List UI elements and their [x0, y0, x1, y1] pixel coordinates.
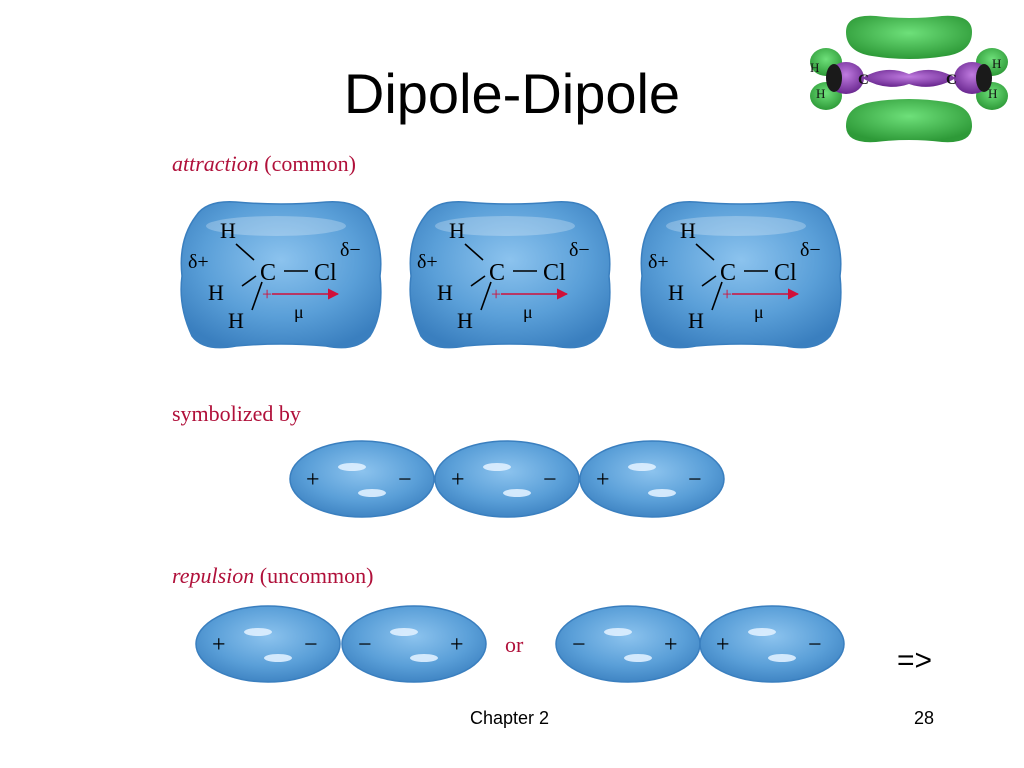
atom-h-label: H: [437, 280, 453, 305]
attraction-label-italic: attraction: [172, 151, 259, 176]
delta-minus-label: δ−: [800, 239, 821, 261]
atom-h-label: H: [816, 86, 825, 101]
delta-minus-label: δ−: [569, 239, 590, 261]
dipole-ellipse-2: +−: [434, 440, 580, 518]
dipole-right-sign: +: [664, 632, 678, 658]
molecule-blob-shape: [640, 201, 842, 349]
dipole-ellipse-1: −+: [555, 605, 701, 683]
dipole-cross-label: +: [491, 284, 501, 304]
atom-h-label: H: [680, 218, 696, 243]
atom-h-label: H: [992, 56, 1001, 71]
page-number: 28: [914, 708, 935, 728]
atom-cl-label: Cl: [774, 260, 797, 286]
atom-c-label: C: [720, 260, 736, 286]
dipole-left-sign: −: [358, 632, 372, 658]
dipole-ellipse-1: +−: [195, 605, 341, 683]
delta-plus-label: δ+: [188, 251, 209, 273]
dipole-left-sign: +: [716, 632, 730, 658]
dipole-right-sign: −: [543, 467, 557, 493]
atom-h-label: H: [688, 308, 704, 333]
dipole-ellipse-3: +−: [579, 440, 725, 518]
atom-cl-label: Cl: [314, 260, 337, 286]
atom-h-label: H: [988, 86, 997, 101]
dipole-right-sign: −: [808, 632, 822, 658]
next-slide-arrow[interactable]: =>: [897, 644, 933, 677]
atom-h-label: H: [810, 60, 819, 75]
dipole-cross-label: +: [262, 284, 272, 304]
atom-h-label: H: [449, 218, 465, 243]
or-text: or: [505, 632, 524, 657]
dipole-left-sign: +: [451, 467, 465, 493]
symbolized-label: symbolized by: [172, 401, 301, 426]
dipole-right-sign: −: [688, 467, 702, 493]
repulsion-label-italic: repulsion: [172, 563, 255, 588]
molecule-blob-shape: [180, 201, 382, 349]
attraction-label-rest: (common): [258, 151, 356, 176]
symbolized-dipole-row: +−+−+−: [289, 440, 725, 518]
ethylene-orbital-image: C C H H H H: [810, 15, 1008, 143]
atom-cl-label: Cl: [543, 260, 566, 286]
mu-label: μ: [523, 302, 533, 322]
atom-c-label: C: [260, 260, 276, 286]
dipole-right-sign: +: [450, 632, 464, 658]
delta-plus-label: δ+: [648, 251, 669, 273]
atom-h-label: H: [208, 280, 224, 305]
dipole-ellipse-2: −+: [341, 605, 487, 683]
footer-chapter: Chapter 2: [470, 708, 550, 728]
attraction-label: attraction (common): [172, 151, 356, 177]
repulsion-label: repulsion (uncommon): [172, 563, 373, 589]
atom-h-label: H: [457, 308, 473, 333]
dipole-right-sign: −: [398, 467, 412, 493]
delta-plus-label: δ+: [417, 251, 438, 273]
slide-title: Dipole-Dipole: [343, 62, 681, 125]
dipole-left-sign: +: [306, 467, 320, 493]
dipole-right-sign: −: [304, 632, 318, 658]
dipole-ellipse-2: +−: [699, 605, 845, 683]
dipole-cross-label: +: [722, 284, 732, 304]
molecule-blob-shape: [409, 201, 611, 349]
atom-c-label: C: [489, 260, 505, 286]
dipole-left-sign: +: [212, 632, 226, 658]
atom-h-label: H: [220, 218, 236, 243]
dipole-ellipse-1: +−: [289, 440, 435, 518]
mu-label: μ: [294, 302, 304, 322]
repulsion-right-pair: −++−: [555, 605, 845, 683]
dipole-left-sign: −: [572, 632, 586, 658]
atom-h-label: H: [228, 308, 244, 333]
atom-h-label: H: [668, 280, 684, 305]
atom-c-label: C: [946, 72, 957, 88]
mu-label: μ: [754, 302, 764, 322]
delta-minus-label: δ−: [340, 239, 361, 261]
dipole-left-sign: +: [596, 467, 610, 493]
repulsion-label-rest: (uncommon): [254, 563, 374, 588]
atom-c-label: C: [858, 72, 869, 88]
repulsion-left-pair: +−−+: [195, 605, 487, 683]
